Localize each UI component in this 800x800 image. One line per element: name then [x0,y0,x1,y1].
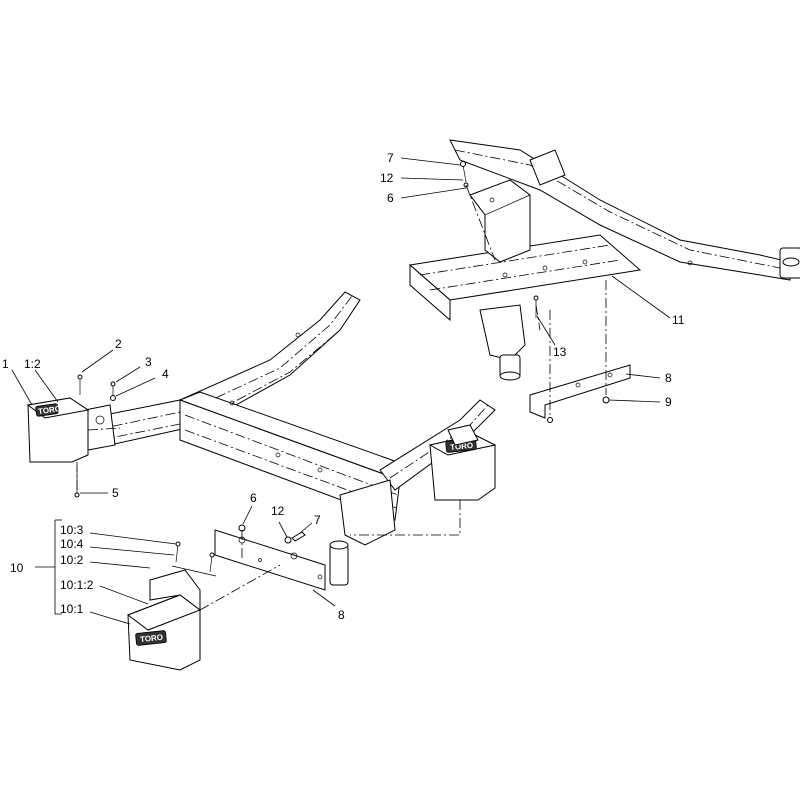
callout-12-upper: 12 [380,171,394,185]
weight-10-logo: TORO [140,633,164,644]
weight-right-logo: TORO [450,441,474,452]
callout-labels: 1 1:2 2 3 4 5 6 6 7 7 8 8 9 10 10:3 10:4… [2,151,685,622]
weight-right: TORO [428,424,497,501]
callout-10-1: 10:1 [60,602,84,616]
hardware [74,161,610,577]
weight-assembly-10: TORO [126,569,202,671]
callout-8-lower: 8 [338,608,345,622]
callout-7-upper: 7 [387,151,394,165]
callout-13: 13 [553,345,567,359]
weight-left-logo: TORO [38,404,62,416]
callout-6-upper: 6 [387,191,394,205]
weight-left: TORO [26,397,90,463]
callout-1-2: 1:2 [24,357,41,371]
weight-bracket-plate [214,529,326,591]
upper-bracket-plate [529,364,631,419]
callout-10: 10 [10,561,24,575]
callout-1: 1 [2,357,9,371]
callout-10-2: 10:2 [60,553,84,567]
upper-frame [408,139,800,381]
callout-2: 2 [115,337,122,351]
callout-10-3: 10:3 [60,523,84,537]
assembly-lines [76,184,607,611]
callout-10-4: 10:4 [60,537,84,551]
callout-4: 4 [162,367,169,381]
leader-lines [11,157,671,625]
callout-7-lower: 7 [314,513,321,527]
callout-8-upper: 8 [665,371,672,385]
callout-11: 11 [672,313,685,327]
callout-9: 9 [665,395,672,409]
callout-12-lower: 12 [271,504,285,518]
callout-10-1-2: 10:1:2 [60,578,94,592]
callout-6-lower: 6 [250,491,257,505]
callout-5: 5 [112,486,119,500]
callout-3: 3 [145,355,152,369]
chute-bracket [469,179,531,263]
